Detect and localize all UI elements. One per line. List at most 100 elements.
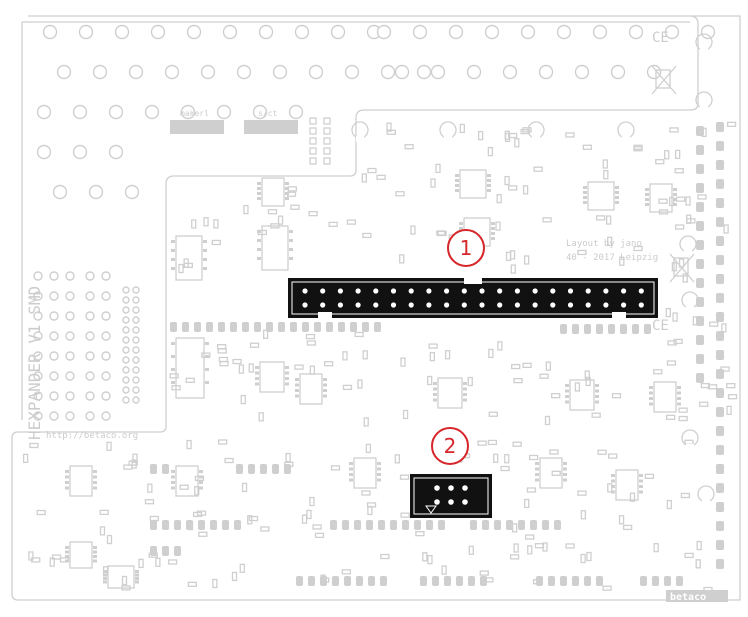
hole: [416, 64, 432, 80]
pad: [378, 520, 385, 530]
smd-part: [357, 379, 363, 389]
header-pin: [444, 288, 450, 294]
pad: [716, 274, 724, 284]
smd-part: [549, 449, 559, 455]
smd-part: [653, 369, 663, 375]
hole: [72, 144, 88, 160]
smd-part: [147, 483, 153, 493]
hole: [646, 64, 662, 80]
pad: [608, 324, 615, 334]
smd-part: [362, 350, 368, 360]
pad: [290, 322, 297, 332]
smd-part: [361, 490, 371, 496]
smd-part: [179, 484, 189, 490]
pad: [470, 520, 477, 530]
smd-part: [497, 341, 503, 351]
pad: [314, 322, 321, 332]
smd-part: [240, 394, 246, 405]
smd-part: [128, 460, 138, 466]
header-pin: [426, 302, 432, 308]
hole: [85, 291, 95, 301]
smd-part: [577, 490, 587, 496]
ic-outline: [299, 373, 323, 405]
pad: [414, 520, 421, 530]
smd-part: [286, 191, 297, 197]
smd-part: [685, 196, 691, 206]
smd-part: [218, 356, 229, 363]
jack: [351, 121, 369, 139]
ic-pin: [103, 577, 107, 580]
smd-part: [684, 439, 694, 445]
ic-pin: [203, 240, 207, 243]
smd-part: [198, 531, 208, 537]
ic-pin: [285, 366, 289, 369]
pad: [716, 122, 724, 132]
ic-pin: [377, 473, 381, 476]
hole: [484, 24, 500, 40]
ic-pin: [289, 248, 293, 251]
hole: [186, 24, 202, 40]
hole: [376, 24, 392, 40]
ic-pin: [459, 222, 463, 225]
ic-pin: [257, 197, 261, 200]
ic-outline: [569, 379, 595, 411]
pad: [696, 259, 704, 269]
smd-part: [29, 442, 39, 449]
ic-pin: [93, 559, 97, 563]
ic-pin: [639, 490, 643, 494]
ic-pin: [257, 248, 261, 251]
hole: [466, 64, 482, 80]
hole: [394, 64, 410, 80]
header-pin: [638, 302, 644, 308]
hole: [288, 104, 304, 120]
header-pin: [373, 288, 379, 294]
ic-pin: [615, 201, 619, 204]
hole: [122, 316, 130, 324]
hole: [56, 64, 72, 80]
smd-part: [218, 439, 228, 445]
smd-part: [467, 376, 473, 387]
ic-pin: [103, 570, 107, 573]
header-40pin: [288, 278, 658, 318]
hole: [132, 336, 140, 344]
smd-part: [427, 554, 433, 565]
hole: [33, 351, 43, 361]
ce-mark-mid: CE: [652, 318, 669, 334]
weee-icon: [669, 253, 695, 283]
smd-part: [306, 340, 317, 346]
ic-pin: [673, 188, 677, 191]
smd-part: [488, 411, 498, 417]
pad: [696, 373, 704, 383]
ic-outline: [437, 377, 463, 409]
smd-part: [267, 209, 278, 215]
smd-part: [102, 566, 109, 576]
logo-box: [666, 590, 728, 602]
smd-part: [723, 224, 729, 234]
ic-pin: [487, 184, 491, 187]
pad: [323, 127, 331, 135]
smd-part: [121, 585, 131, 591]
ic-pin: [205, 342, 209, 345]
smd-part: [666, 360, 677, 366]
smd-part: [721, 323, 727, 333]
hole: [101, 331, 111, 341]
ic-pin: [289, 230, 293, 233]
ic-pin: [255, 382, 259, 386]
hole: [85, 371, 95, 381]
jack-gap: [532, 136, 540, 142]
header-pin: [337, 302, 343, 308]
ic-pin: [611, 479, 615, 483]
header-pin: [390, 302, 397, 308]
smd-part: [507, 132, 518, 139]
smd-part: [727, 394, 738, 400]
ic-pin: [377, 478, 381, 482]
smd-part: [493, 453, 499, 463]
smd-part: [106, 534, 113, 545]
smd-part: [512, 441, 522, 447]
hole: [610, 64, 626, 80]
sct-pad: [244, 120, 298, 134]
ic-pin: [455, 174, 459, 177]
hole: [344, 64, 360, 80]
smd-part: [655, 159, 665, 165]
smd-part: [211, 239, 221, 246]
